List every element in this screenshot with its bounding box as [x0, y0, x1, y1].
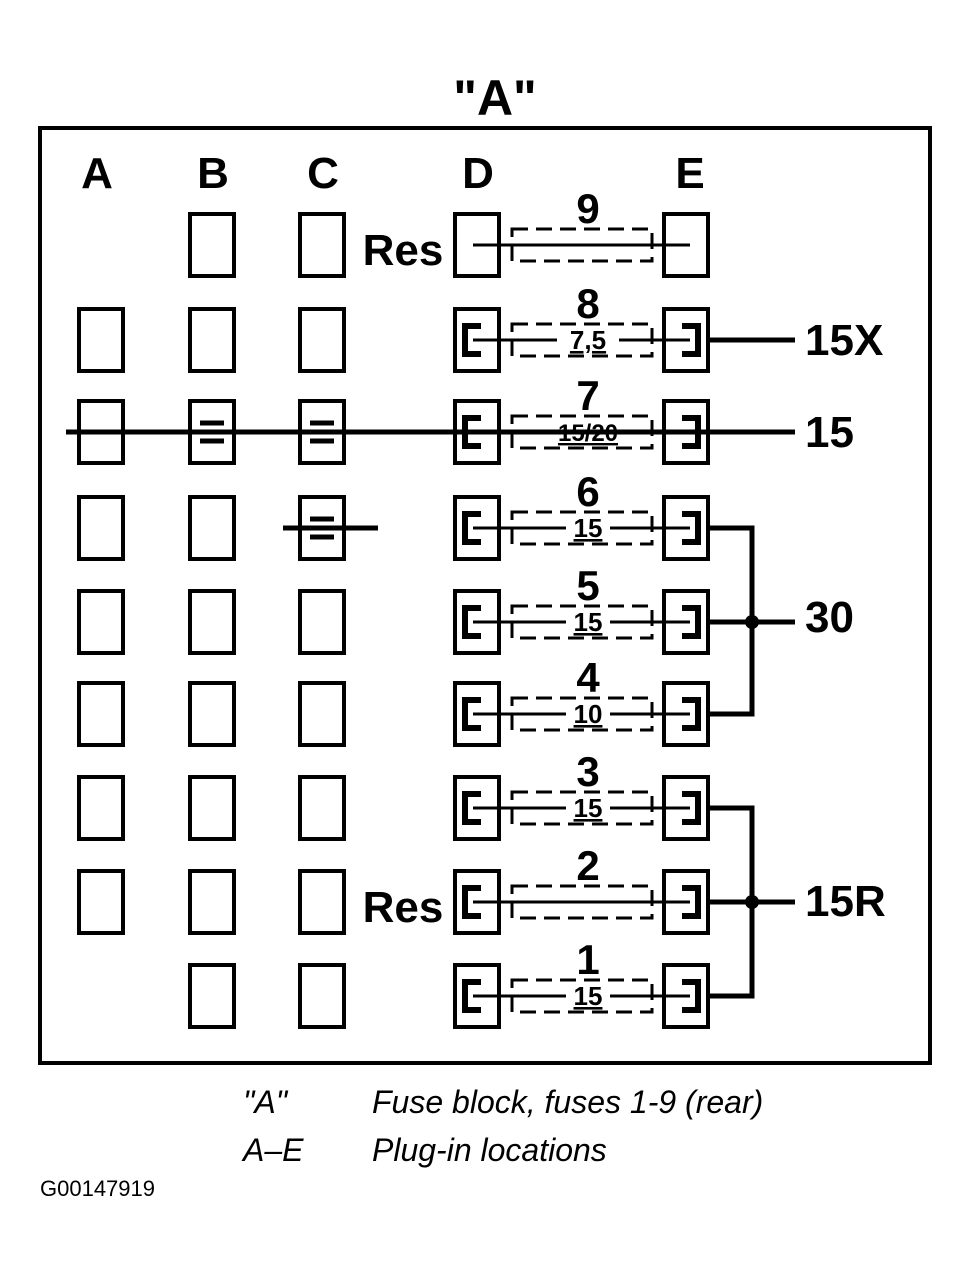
column-header-c: C — [307, 149, 339, 198]
terminal-15r-label: 15R — [805, 877, 886, 926]
contact-clip — [462, 511, 481, 545]
fuse-number-label: 2 — [576, 842, 599, 889]
contact-clip — [682, 979, 701, 1013]
socket-c-row-2 — [298, 307, 346, 373]
contact-clip — [462, 979, 481, 1013]
contact-clip — [682, 323, 701, 357]
column-header-d: D — [462, 149, 494, 198]
socket-c-row-5 — [298, 589, 346, 655]
fuse-5: 515 — [473, 562, 690, 640]
legend-text-plug-in: Plug-in locations — [372, 1132, 607, 1168]
socket-c-row-6 — [298, 681, 346, 747]
socket-b-row-4 — [188, 495, 236, 561]
column-header-b: B — [197, 149, 229, 198]
fuse-symbols: 1152315410515615715/2087,59 — [473, 185, 690, 1014]
fuse-number-label: 8 — [576, 280, 599, 327]
socket-a-row-7 — [77, 775, 125, 841]
socket-b-row-8 — [188, 869, 236, 935]
figure-code: G00147919 — [40, 1176, 155, 1201]
fuse-rating-label: 15 — [574, 607, 603, 637]
contact-clip — [462, 697, 481, 731]
fuse-9: 9 — [473, 185, 690, 263]
reserved-label-top: Res — [363, 226, 444, 275]
contact-clip — [682, 697, 701, 731]
fuse-7: 715/20 — [473, 372, 690, 450]
fuse-rating-backdrop — [566, 794, 610, 820]
socket-c-row-1 — [298, 212, 346, 278]
socket-b-row-7 — [188, 775, 236, 841]
fuse-number-label: 1 — [576, 936, 599, 983]
fuse-rating-label: 15 — [574, 513, 603, 543]
fuse-8: 87,5 — [473, 280, 690, 358]
fuse-rating-label: 15 — [574, 793, 603, 823]
fuse-number-label: 7 — [576, 372, 599, 419]
fuse-number-label: 4 — [576, 654, 600, 701]
fuse-rating-backdrop — [557, 326, 619, 352]
column-header-e: E — [675, 149, 704, 198]
fuse-block-frame — [38, 126, 932, 1065]
socket-b-row-9 — [188, 963, 236, 1029]
fuse-rating-backdrop — [566, 982, 610, 1008]
socket-b-row-5 — [188, 589, 236, 655]
fuse-rating-label: 7,5 — [570, 325, 606, 355]
contact-clip — [462, 791, 481, 825]
junction-15r — [745, 895, 759, 909]
socket-c-row-9 — [298, 963, 346, 1029]
legend-key-fuse-block: "A" — [243, 1084, 288, 1120]
legend-key-plug-in: A–E — [243, 1132, 304, 1168]
fuse-3: 315 — [473, 748, 690, 826]
contact-clip — [682, 511, 701, 545]
contact-clip — [462, 323, 481, 357]
socket-a-row-8 — [77, 869, 125, 935]
diagram-title: "A" — [453, 70, 537, 126]
terminal-15x-label: 15X — [805, 316, 883, 365]
fuse-1: 115 — [473, 936, 690, 1014]
fuse-number-label: 9 — [576, 185, 599, 232]
socket-a-row-5 — [77, 589, 125, 655]
contact-clip — [462, 605, 481, 639]
socket-a-row-6 — [77, 681, 125, 747]
socket-a-row-2 — [77, 307, 125, 373]
contact-clip — [682, 885, 701, 919]
fuse-rating-backdrop — [566, 514, 610, 540]
junction-30 — [745, 615, 759, 629]
socket-b-row-6 — [188, 681, 236, 747]
contact-clip — [682, 791, 701, 825]
legend-text-fuse-block: Fuse block, fuses 1-9 (rear) — [372, 1084, 764, 1120]
socket-c-row-8 — [298, 869, 346, 935]
contact-clip — [462, 885, 481, 919]
terminal-30-label: 30 — [805, 593, 854, 642]
socket-b-row-1 — [188, 212, 236, 278]
fuse-2: 2 — [473, 842, 690, 920]
reserved-label-bottom: Res — [363, 883, 444, 932]
fuse-number-label: 5 — [576, 562, 599, 609]
fuse-rating-label: 10 — [574, 699, 603, 729]
fuse-rating-backdrop — [566, 700, 610, 726]
fuse-number-label: 3 — [576, 748, 599, 795]
contact-clip — [682, 605, 701, 639]
fuse-6: 615 — [473, 468, 690, 546]
column-header-a: A — [81, 149, 113, 198]
fuse-number-label: 6 — [576, 468, 599, 515]
fuse-rating-label: 15 — [574, 981, 603, 1011]
fuse-4: 410 — [473, 654, 690, 732]
socket-c-row-7 — [298, 775, 346, 841]
terminal-wiring — [66, 337, 795, 999]
socket-a-row-4 — [77, 495, 125, 561]
terminal-15-label: 15 — [805, 408, 854, 457]
socket-b-row-2 — [188, 307, 236, 373]
fuse-rating-backdrop — [566, 608, 610, 634]
